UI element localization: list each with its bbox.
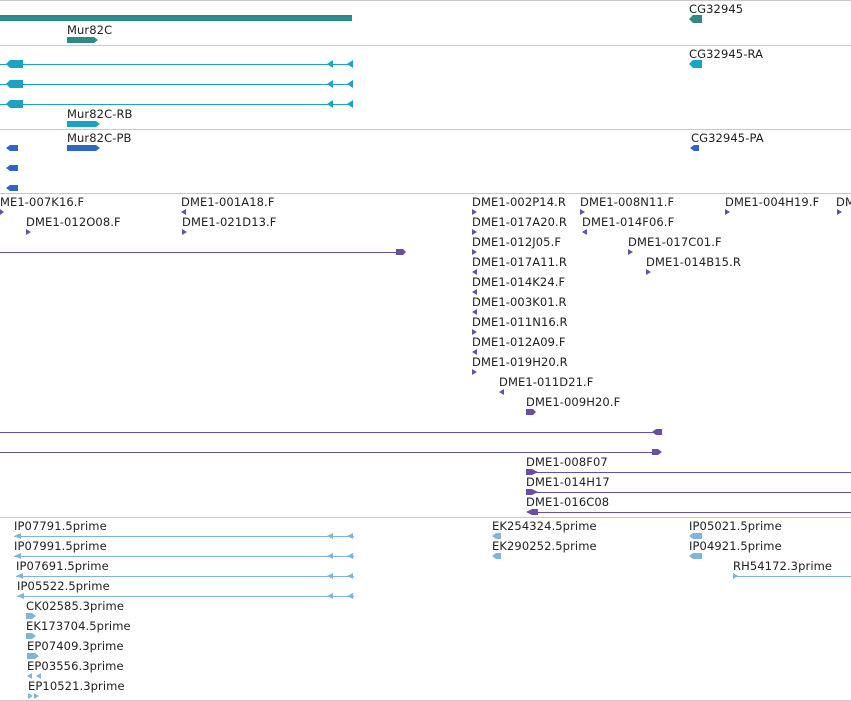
transcript-intron-line: [0, 104, 352, 105]
est-label: DME1-004H19.F: [725, 195, 820, 209]
transcript-label: Mur82C-RB: [67, 107, 133, 121]
protein-label: Mur82C-PB: [67, 131, 132, 145]
est-label: ME1-007K16.F: [0, 195, 85, 209]
cdna-label: RH54172.3prime: [733, 559, 833, 573]
est-label: DME1-017A11.R: [472, 255, 567, 269]
cdna-label: CK02585.3prime: [26, 599, 125, 613]
cdna-label: IP05522.5prime: [17, 579, 110, 593]
transcript-label: CG32945-RA: [689, 47, 764, 61]
transcript-intron-line: [0, 84, 352, 85]
cdna-label: EP07409.3prime: [27, 639, 124, 653]
gene-label: Mur82C: [67, 23, 113, 37]
cdna-label: EK254324.5prime: [492, 519, 597, 533]
est-label: DME1-014B15.R: [646, 255, 741, 269]
cdna-label: EK290252.5prime: [492, 539, 597, 553]
est-label: DME1-008N11.F: [580, 195, 675, 209]
cdna-label: EP10521.3prime: [28, 679, 125, 693]
gene-feature-mur82c-span[interactable]: [0, 15, 352, 21]
est-line: [530, 472, 851, 473]
transcript-feature-mur82c-rb[interactable]: [67, 120, 101, 128]
est-line: [0, 452, 656, 453]
cdna-line: [14, 536, 354, 537]
est-label: DME1-021D13.F: [182, 215, 277, 229]
track-separator: [0, 193, 851, 194]
gene-feature-mur82c[interactable]: [67, 36, 99, 44]
est-line: [530, 492, 851, 493]
est-line: [530, 512, 851, 513]
est-label: DME1-017A20.R: [472, 215, 567, 229]
est-label: DME1-003K01.R: [472, 295, 567, 309]
protein-feature-mur82c-pb[interactable]: [67, 144, 101, 152]
cdna-label: EP03556.3prime: [27, 659, 124, 673]
est-label: DME1-016C08: [526, 495, 610, 509]
cdna-label: IP07691.5prime: [16, 559, 109, 573]
est-label: DME1-014H17: [526, 475, 610, 489]
protein-partial-features[interactable]: [0, 143, 20, 193]
est-line: [0, 432, 656, 433]
cdna-label: IP07991.5prime: [14, 539, 107, 553]
est-label: DME1-014F06.F: [582, 215, 675, 229]
est-label: DME1-002P14.R: [472, 195, 566, 209]
transcript-feature-cg32945-ra[interactable]: [689, 60, 703, 68]
cdna-line: [16, 576, 354, 577]
est-label: DME1-012J05.F: [472, 235, 562, 249]
transcript-intron-line: [0, 64, 352, 65]
est-label: DM: [836, 195, 851, 209]
est-line: [0, 252, 400, 253]
track-separator: [0, 0, 851, 1]
cdna-line: [733, 576, 851, 577]
est-label: DME1-019H20.R: [472, 355, 568, 369]
gene-label: CG32945: [689, 2, 744, 16]
transcript-exons[interactable]: [0, 58, 360, 110]
track-separator: [0, 45, 851, 46]
est-label: DME1-012O08.F: [26, 215, 121, 229]
est-label: DME1-011D21.F: [499, 375, 594, 389]
protein-label: CG32945-PA: [691, 131, 764, 145]
est-label: DME1-011N16.R: [472, 315, 568, 329]
cdna-label: IP05021.5prime: [689, 519, 782, 533]
cdna-label: EK173704.5prime: [26, 619, 131, 633]
track-separator: [0, 129, 851, 130]
est-label: DME1-012A09.F: [472, 335, 566, 349]
est-label: DME1-001A18.F: [181, 195, 275, 209]
cdna-line: [17, 596, 354, 597]
cdna-label: IP07791.5prime: [14, 519, 107, 533]
cdna-features[interactable]: [0, 528, 851, 701]
est-label: DME1-008F07: [526, 455, 608, 469]
protein-feature-cg32945-pa[interactable]: [690, 144, 702, 152]
est-features[interactable]: [0, 200, 851, 520]
gene-feature-cg32945[interactable]: [689, 15, 703, 23]
cdna-label: IP04921.5prime: [689, 539, 782, 553]
est-label: DME1-017C01.F: [628, 235, 722, 249]
est-label: DME1-014K24.F: [472, 275, 566, 289]
est-label: DME1-009H20.F: [526, 395, 621, 409]
track-separator: [0, 517, 851, 518]
cdna-line: [14, 556, 354, 557]
